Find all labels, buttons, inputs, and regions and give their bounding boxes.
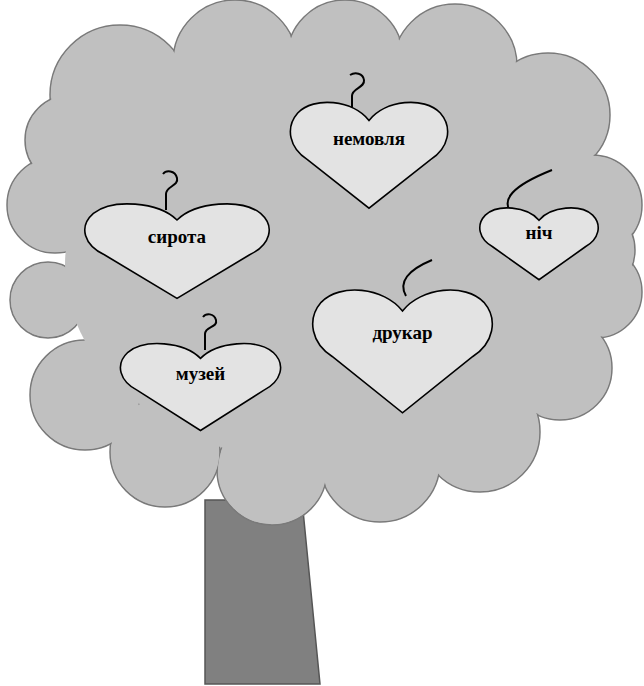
hook <box>203 314 216 350</box>
tag-word: ніч <box>526 222 553 244</box>
heart-outline <box>85 204 269 298</box>
tag-label-box: друкар <box>310 322 495 344</box>
heart-tag: музей <box>118 340 283 432</box>
hook <box>163 171 177 210</box>
tree-trunk <box>205 500 320 684</box>
heart-tag: друкар <box>310 285 495 415</box>
heart-shape <box>82 200 272 300</box>
heart-outline <box>480 208 598 280</box>
heart-tag: сирота <box>82 200 272 300</box>
heart-outline <box>313 290 493 413</box>
hook <box>403 260 432 296</box>
heart-outline <box>120 344 280 431</box>
heart-shape <box>118 340 283 432</box>
heart-tag: немовля <box>288 98 450 210</box>
tag-word: немовля <box>333 128 405 150</box>
tree-crown-outline <box>7 0 642 525</box>
heart-outline <box>290 102 447 208</box>
heart-shape <box>310 285 495 415</box>
hook <box>350 73 364 108</box>
tag-word: сирота <box>148 226 206 248</box>
tag-word: друкар <box>372 322 432 344</box>
hook <box>508 170 552 214</box>
tree-crown <box>8 1 641 524</box>
heart-shape <box>288 98 450 210</box>
tag-label-box: ніч <box>478 222 600 244</box>
heart-tag: ніч <box>478 205 600 281</box>
tag-label-box: немовля <box>288 128 450 150</box>
crown-core <box>65 65 595 465</box>
tag-label-box: музей <box>118 363 283 385</box>
tag-label-box: сирота <box>82 226 272 248</box>
tag-word: музей <box>176 363 225 385</box>
